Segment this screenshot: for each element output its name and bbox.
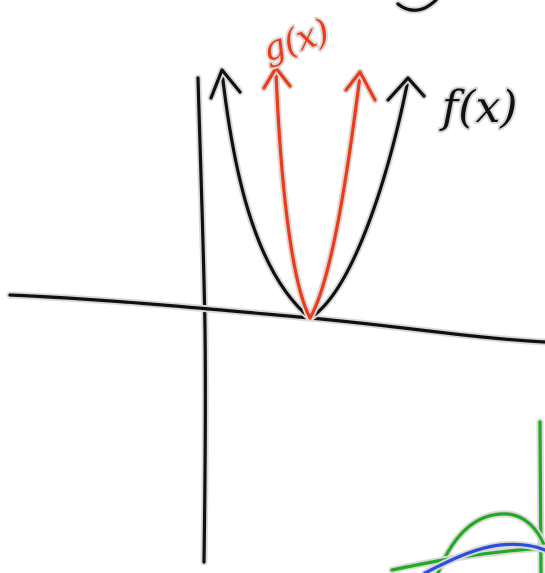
g-curve	[272, 68, 364, 322]
g-curve-right-arrowhead	[342, 68, 379, 104]
top-partial-stroke	[394, 0, 440, 14]
f-label: f(x)	[439, 82, 517, 133]
x-axis	[6, 291, 545, 346]
f-curve-right-arrowhead	[384, 74, 428, 104]
green-hump-curve	[434, 510, 545, 573]
f-curve-left-arrowhead	[207, 66, 244, 102]
f-curve	[218, 68, 412, 322]
y-axis	[194, 74, 209, 566]
blue-curve	[421, 540, 545, 573]
g-curve-left-arrowhead	[260, 64, 294, 92]
g-label: g(x)	[258, 11, 335, 70]
